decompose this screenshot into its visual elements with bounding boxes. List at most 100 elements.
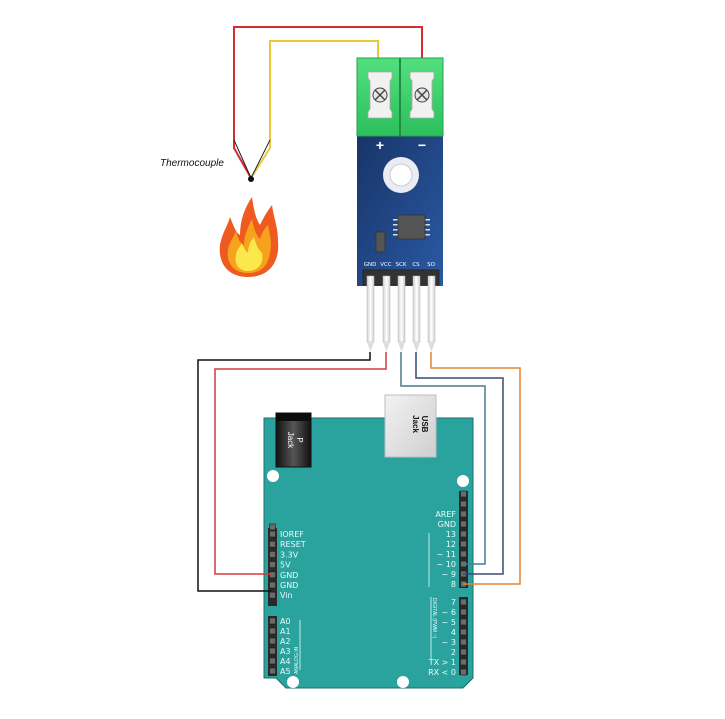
flame-icon — [219, 197, 279, 277]
usb-jack[interactable]: USB Jack — [384, 394, 437, 458]
digital-header-label-4: 4 — [451, 628, 456, 637]
power-header-pin-unlabeled[interactable] — [269, 523, 276, 531]
power-header-label-vin: Vin — [280, 591, 293, 600]
module-pin-labels: GND VCC SCK CS SO — [364, 262, 436, 268]
power-jack[interactable]: P Jack — [275, 412, 312, 468]
wire-sck[interactable] — [400, 352, 486, 565]
digital-header-pin-4[interactable] — [460, 628, 467, 636]
max6675-module: + − GND VCC SCK CS SO — [356, 57, 444, 352]
analog-header-label-a0: A0 — [280, 617, 291, 626]
digital-header-pin-2[interactable] — [460, 648, 467, 656]
digital-header-pin-12[interactable] — [460, 540, 467, 548]
power-header-label-5v: 5V — [280, 561, 291, 570]
analog-title: ANALOG IN — [294, 646, 300, 674]
digital-header-bottom — [459, 597, 468, 675]
thermocouple-lead-left — [233, 139, 252, 179]
terminal-plus-label: + — [376, 137, 384, 153]
thermocouple-junction — [248, 176, 254, 182]
wire-so[interactable] — [430, 352, 521, 585]
digital-header-label-13: 13 — [446, 530, 456, 539]
power-header-label-gnd: GND — [280, 571, 298, 580]
analog-header-pin-a5[interactable] — [269, 667, 276, 675]
analog-header-pin-a1[interactable] — [269, 627, 276, 635]
thermocouple-lead-right — [250, 139, 271, 179]
digital-header-label-aref: AREF — [435, 510, 456, 519]
power-header-pin-5v[interactable] — [269, 561, 276, 568]
module-pin-vcc[interactable] — [382, 275, 391, 352]
digital-header-label-8: 8 — [451, 580, 456, 589]
digital-header-pin-3[interactable] — [460, 638, 467, 646]
digital-header-label-7: 7 — [451, 598, 456, 607]
power-header-pin-vin[interactable] — [269, 591, 276, 599]
digital-header-bottom-pins — [460, 598, 467, 676]
digital-header-pin-13[interactable] — [460, 530, 467, 538]
power-header-pin-ioref[interactable] — [269, 530, 276, 538]
module-pin-so[interactable] — [427, 275, 436, 352]
digital-header-label-11: ~ 11 — [437, 550, 456, 559]
digital-header-pin-6[interactable] — [460, 608, 467, 616]
module-pin-sck[interactable] — [397, 275, 406, 352]
mounting-hole — [267, 470, 279, 482]
connection-wires — [197, 352, 521, 592]
arduino-uno: P Jack USB Jack IOREFRESET3.3V5VGNDGNDVi… — [263, 394, 474, 689]
power-header-pin-3-3v[interactable] — [269, 551, 276, 558]
screw-terminal-minus[interactable] — [409, 71, 435, 119]
mounting-hole — [287, 676, 299, 688]
power-header-pin-reset[interactable] — [269, 540, 276, 548]
wire-gnd[interactable] — [197, 352, 371, 592]
analog-header-pin-a0[interactable] — [269, 617, 276, 625]
wire-vcc[interactable] — [214, 352, 387, 575]
module-pin-gnd[interactable] — [366, 275, 375, 352]
module-pin-label-cs: CS — [412, 262, 420, 268]
digital-header-pin-unlabeled[interactable] — [460, 500, 467, 508]
thermocouple-wire-red — [233, 26, 423, 179]
analog-header-label-a2: A2 — [280, 637, 291, 646]
digital-header-pin-aref[interactable] — [460, 510, 467, 518]
power-header-label-reset: RESET — [280, 540, 306, 549]
usb-jack-label-2: Jack — [411, 415, 420, 433]
digital-header-label-10: ~ 10 — [437, 560, 456, 569]
analog-header-label-a5: A5 — [280, 667, 291, 676]
digital-header-pin-tx-1[interactable] — [460, 658, 467, 666]
digital-header-label-5: ~ 5 — [442, 618, 456, 627]
terminal-minus-label: − — [418, 137, 426, 153]
analog-header-pin-a3[interactable] — [269, 647, 276, 655]
power-jack-label-1: P — [295, 437, 304, 442]
thermocouple-wire-yellow — [250, 40, 379, 179]
thermocouple-label: Thermocouple — [160, 158, 224, 169]
power-header-pins — [269, 523, 276, 599]
digital-header-pin-7[interactable] — [460, 598, 467, 606]
analog-header-pin-a2[interactable] — [269, 637, 276, 645]
digital-header-label-tx-1: TX > 1 — [428, 658, 456, 667]
digital-header-label-3: ~ 3 — [442, 638, 456, 647]
module-pin-label-gnd: GND — [364, 262, 377, 268]
mounting-hole — [397, 676, 409, 688]
module-header-pins — [366, 275, 436, 352]
wire-cs[interactable] — [415, 352, 504, 575]
digital-header-pin-5[interactable] — [460, 618, 467, 626]
module-pin-label-sck: SCK — [396, 262, 407, 268]
power-header-label-gnd: GND — [280, 581, 298, 590]
module-pin-cs[interactable] — [412, 275, 421, 352]
power-header-pin-gnd[interactable] — [269, 581, 276, 589]
digital-header-pin-rx-0[interactable] — [460, 668, 467, 676]
digital-header-pin-gnd[interactable] — [460, 520, 467, 528]
analog-header — [268, 616, 277, 676]
digital-title: DIGITAL (PWM ~) — [431, 598, 437, 638]
power-header-pin-gnd[interactable] — [269, 571, 276, 579]
screw-terminal-plus[interactable] — [367, 71, 393, 119]
digital-header-pin-unlabeled[interactable] — [460, 490, 467, 498]
digital-header-label-gnd: GND — [438, 520, 456, 529]
arduino-board — [263, 417, 474, 689]
analog-header-pin-a4[interactable] — [269, 657, 276, 665]
capacitor — [375, 231, 386, 253]
analog-header-label-a1: A1 — [280, 627, 291, 636]
digital-header-label-12: 12 — [446, 540, 456, 549]
digital-header-label-rx-0: RX < 0 — [428, 668, 456, 677]
usb-jack-label-1: USB — [420, 416, 429, 433]
digital-header-top — [459, 491, 468, 588]
digital-header-pin-11[interactable] — [460, 550, 467, 558]
